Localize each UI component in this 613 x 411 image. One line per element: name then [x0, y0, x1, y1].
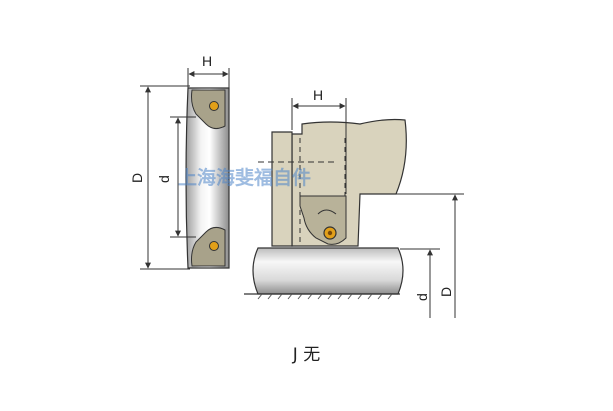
rod [244, 247, 404, 300]
left-inner-diameter-label: d [156, 175, 172, 183]
watermark-text: 上海海斐福自件 [178, 166, 311, 189]
top-spring-icon [209, 101, 219, 111]
installation-housing [258, 118, 407, 247]
right-width-label: H [313, 87, 323, 103]
left-seal-ring [185, 87, 230, 269]
bottom-spring-icon [209, 241, 219, 251]
right-dimensions [291, 98, 464, 318]
left-outer-diameter-label: D [129, 173, 145, 183]
left-width-label: H [202, 53, 212, 69]
right-inner-diameter-label: d [414, 293, 430, 301]
left-dimensions [140, 68, 230, 270]
right-outer-diameter-label: D [438, 287, 454, 297]
diagram-caption: J 无 [292, 345, 321, 365]
